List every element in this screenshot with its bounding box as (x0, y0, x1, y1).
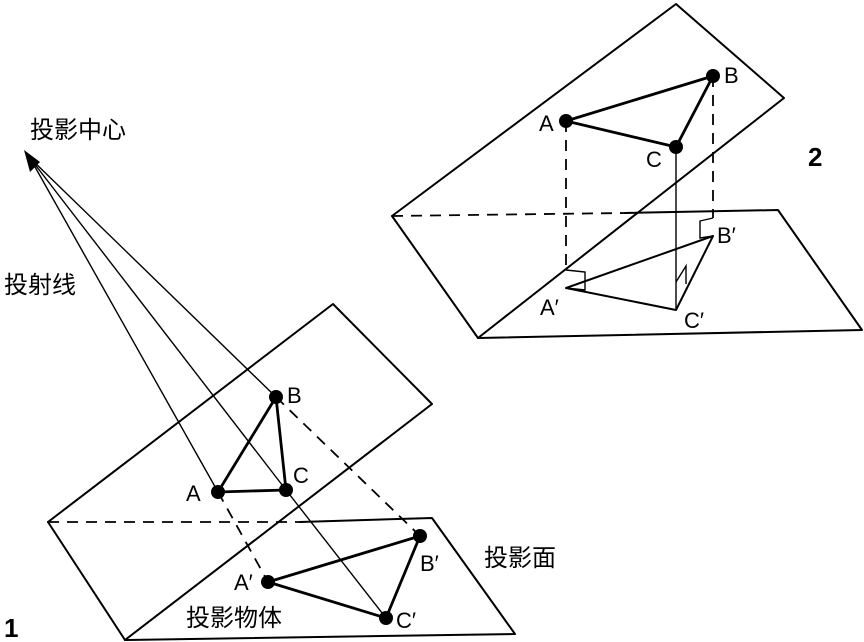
fig1-point-c (279, 483, 293, 497)
fig2-label-a-prime: A′ (540, 295, 559, 320)
fig1-label-a: A (186, 481, 201, 506)
ray-to-a (29, 157, 219, 493)
fig1-label-c-prime: C′ (396, 608, 416, 633)
fig1-point-a-prime (261, 575, 275, 589)
fig2-projected-triangle (565, 235, 714, 311)
fig1-point-a (211, 485, 225, 499)
fig1-label-b-prime: B′ (420, 551, 439, 576)
figure-2-number: 2 (808, 142, 822, 172)
label-projection-ray: 投射线 (4, 271, 76, 299)
fig2-label-c: C (646, 147, 662, 172)
fig2-point-c (669, 140, 683, 154)
fig1-point-c-prime (379, 611, 393, 625)
fig1-point-b (269, 390, 283, 404)
label-projected-object: 投影物体 (186, 604, 282, 632)
fig2-label-b: B (724, 63, 739, 88)
fig2-label-c-prime: C′ (684, 308, 704, 333)
fig1-label-c: C (293, 463, 309, 488)
ray-to-b (29, 157, 277, 398)
fig1-projected-triangle (266, 534, 422, 620)
figure-1-central-projection: A B C A′ B′ C′ 投影中心 投射线 投影面 投影物体 1 (4, 116, 556, 642)
fig1-inclined-plane (47, 303, 433, 641)
ray-to-c (29, 157, 287, 491)
label-projection-center: 投影中心 (30, 116, 126, 144)
fig1-projection-rays (29, 157, 421, 619)
fig2-label-a: A (539, 111, 554, 136)
fig2-point-a (559, 114, 573, 128)
projection-center-arrow-icon (24, 150, 40, 172)
ray-b-hidden (275, 396, 421, 537)
fig2-plane-hidden-edge (391, 212, 626, 217)
fig2-plane-lower-edges (391, 209, 863, 339)
fig2-point-b (706, 69, 720, 83)
fig2-object-triangle (564, 74, 715, 149)
fig1-point-b-prime (413, 529, 427, 543)
fig2-label-b-prime: B′ (717, 223, 736, 248)
figure-2-orthographic-projection: A B C A′ B′ C′ 2 (391, 3, 863, 339)
figure-1-number: 1 (4, 613, 18, 642)
ray-a-hidden (217, 491, 269, 583)
fig2-right-angle-c-icon (675, 263, 687, 284)
fig2-right-angle-b-icon (699, 217, 714, 239)
ray-c-continued (285, 489, 387, 619)
fig2-inclined-plane (391, 3, 785, 339)
fig1-plane-lower-edges (47, 517, 516, 641)
fig1-label-a-prime: A′ (234, 570, 253, 595)
fig1-label-b: B (287, 383, 302, 408)
label-projection-plane: 投影面 (484, 544, 556, 572)
fig1-object-triangle (216, 395, 288, 494)
